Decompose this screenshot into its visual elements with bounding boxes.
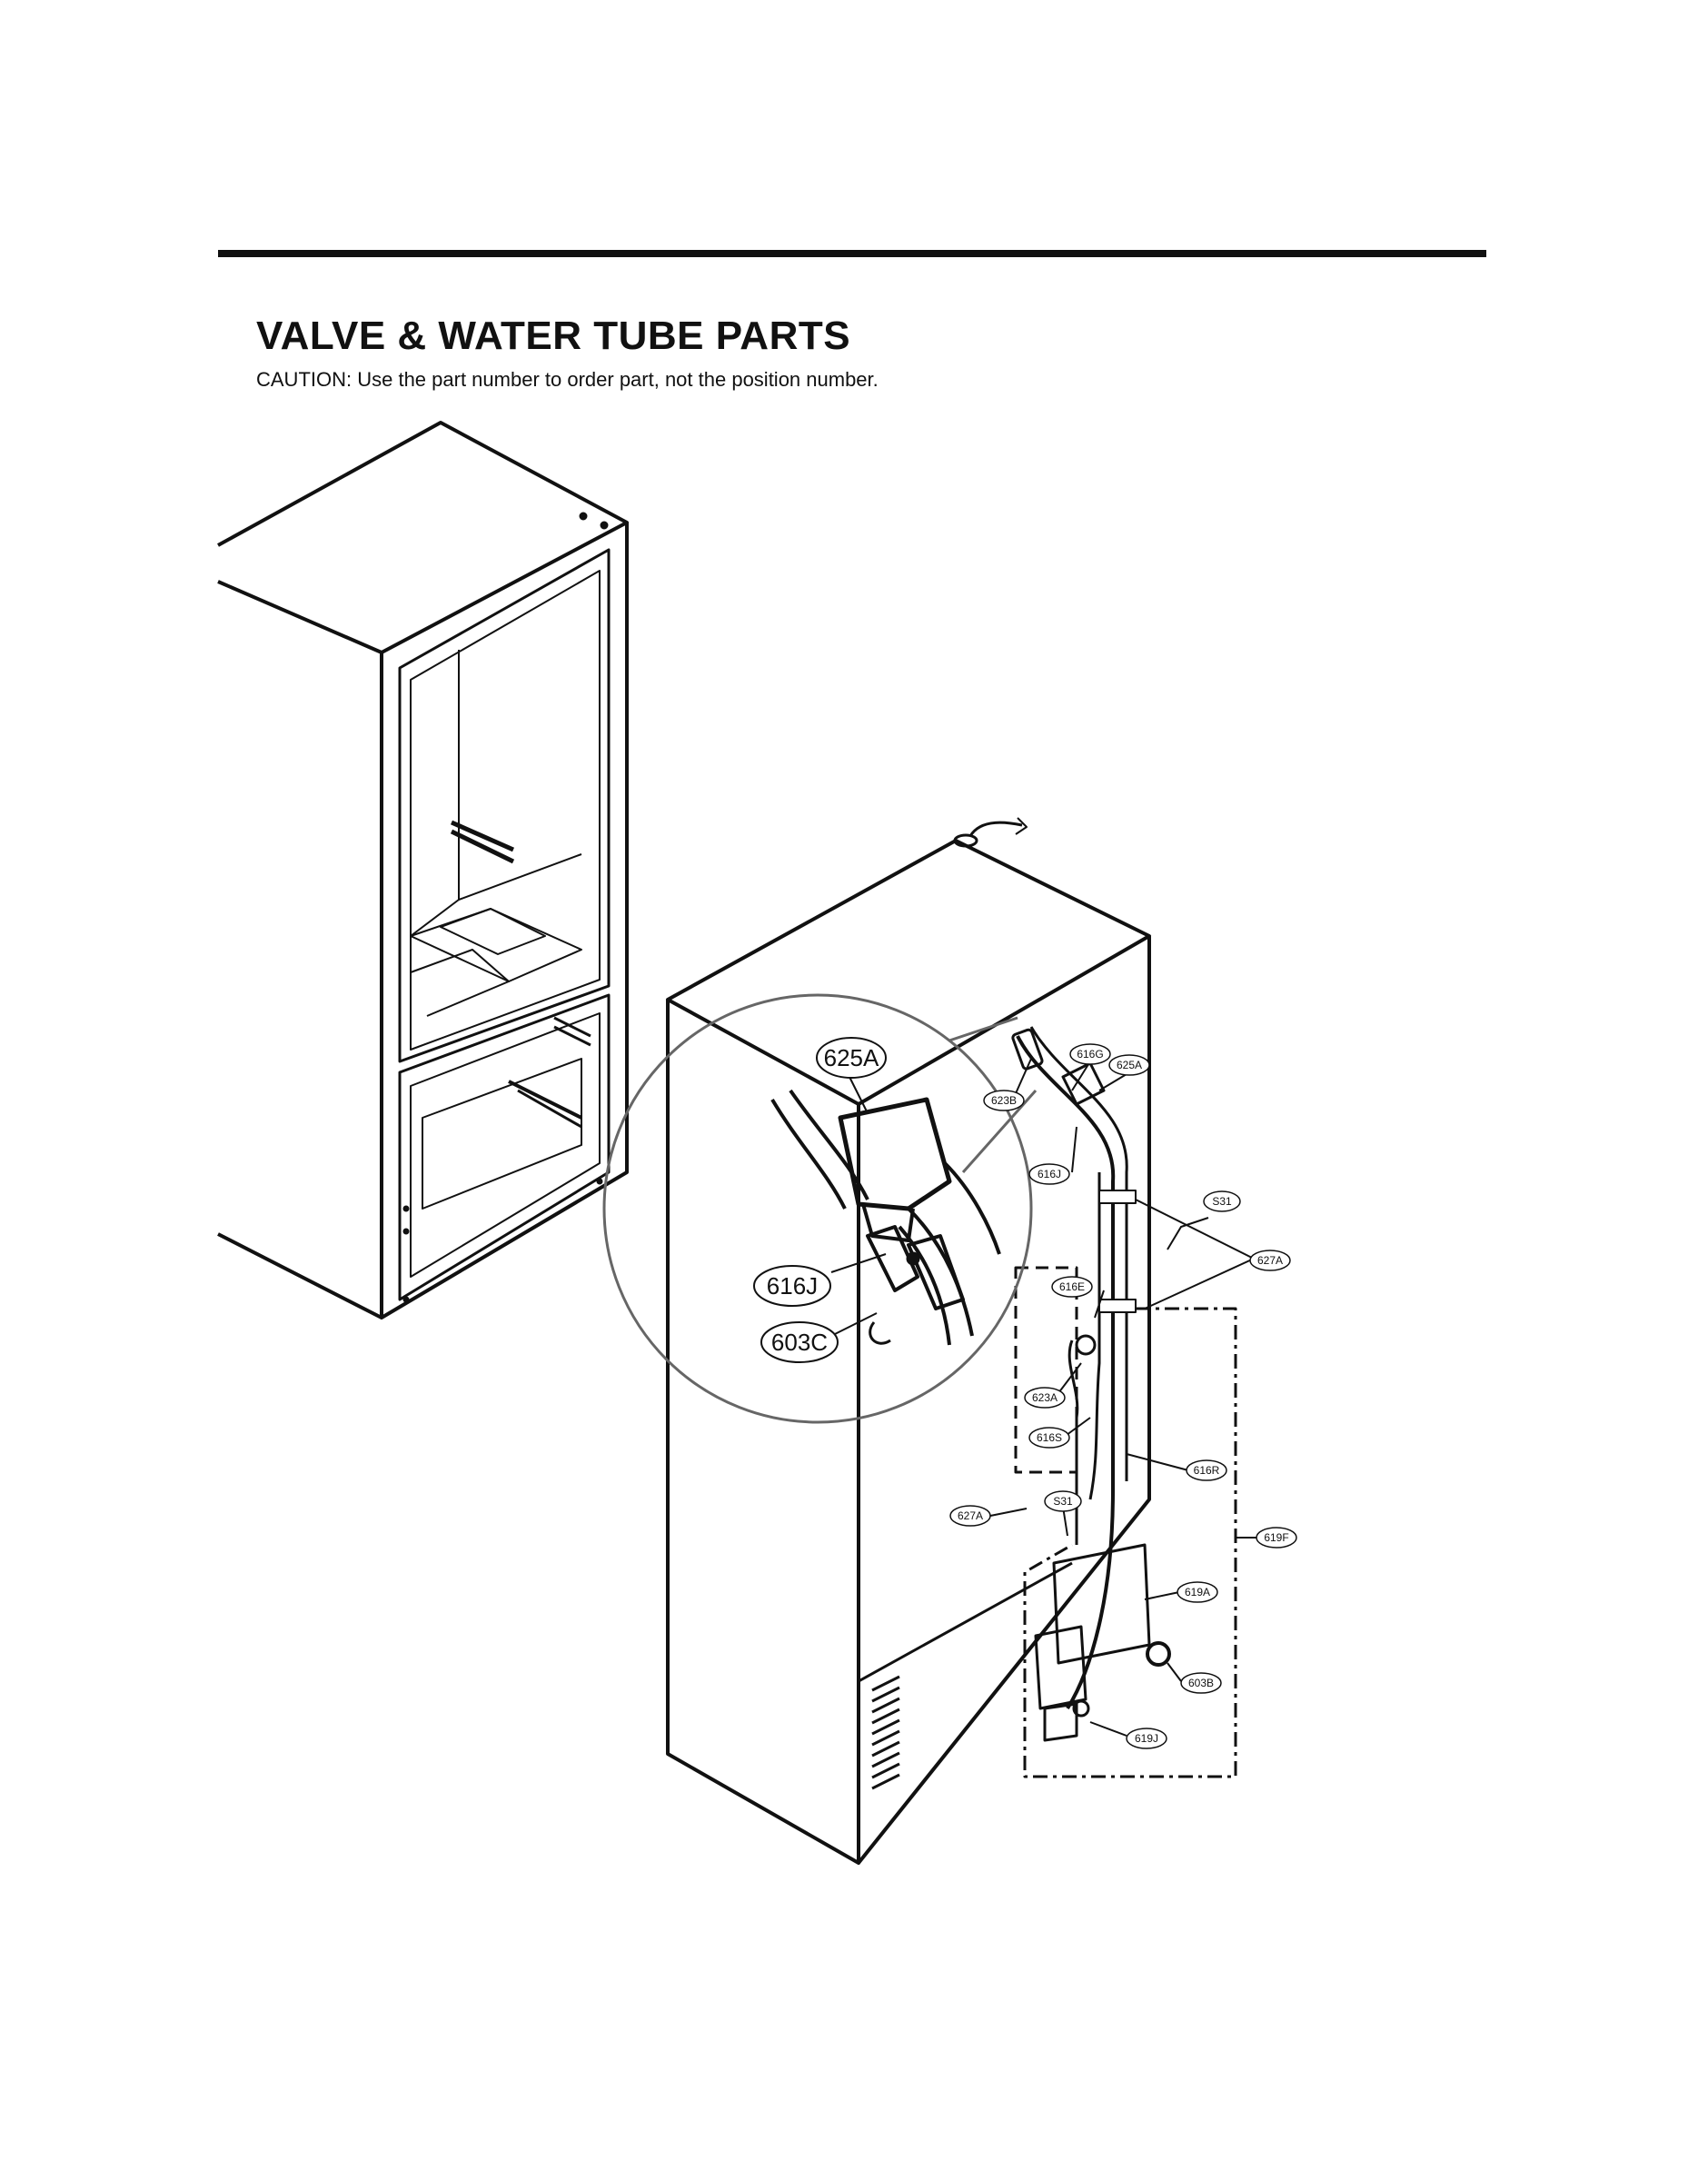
callout-S31-top: S31 [1203, 1190, 1241, 1212]
callout-619A: 619A [1177, 1581, 1218, 1603]
svg-text:603C: 603C [771, 1329, 828, 1356]
callout-616J-large: 616J [753, 1265, 831, 1307]
callouts: 625A 616J 603C 616G 625A 623B 616J S31 [753, 1037, 1297, 1749]
callout-625A-small: 625A [1108, 1054, 1150, 1076]
svg-text:619A: 619A [1185, 1586, 1210, 1598]
callout-603C-large: 603C [760, 1321, 839, 1363]
svg-text:616J: 616J [1038, 1168, 1061, 1180]
callout-619J: 619J [1126, 1728, 1167, 1749]
callout-619F: 619F [1256, 1527, 1297, 1549]
svg-text:603B: 603B [1188, 1677, 1214, 1689]
callout-627A-left: 627A [949, 1505, 991, 1527]
svg-text:616G: 616G [1077, 1048, 1103, 1061]
detail-magnifier [602, 993, 1038, 1424]
svg-text:616J: 616J [767, 1272, 818, 1300]
svg-text:627A: 627A [1257, 1254, 1283, 1267]
svg-text:616S: 616S [1037, 1431, 1062, 1444]
svg-text:619F: 619F [1264, 1531, 1288, 1544]
page-title: VALVE & WATER TUBE PARTS [256, 314, 851, 358]
callout-S31-bottom: S31 [1044, 1490, 1082, 1512]
svg-text:625A: 625A [1117, 1059, 1142, 1071]
svg-text:623A: 623A [1032, 1391, 1058, 1404]
header-rule [218, 250, 1486, 257]
callout-625A-large: 625A [816, 1037, 887, 1079]
callout-616S: 616S [1028, 1427, 1070, 1449]
svg-text:616R: 616R [1194, 1464, 1220, 1477]
svg-text:623B: 623B [991, 1094, 1017, 1107]
callout-623A: 623A [1024, 1387, 1066, 1409]
svg-text:619J: 619J [1135, 1732, 1158, 1745]
callout-616G: 616G [1069, 1043, 1111, 1065]
cabinet-front-view [217, 421, 629, 1320]
callout-616R: 616R [1186, 1459, 1227, 1481]
caution-note: CAUTION: Use the part number to order pa… [256, 368, 879, 391]
cabinet-rear-view [666, 817, 1237, 1865]
callout-627A-right: 627A [1249, 1250, 1291, 1271]
svg-text:627A: 627A [958, 1509, 983, 1522]
callout-616J-small: 616J [1028, 1163, 1070, 1185]
svg-text:S31: S31 [1053, 1495, 1073, 1508]
svg-text:S31: S31 [1212, 1195, 1232, 1208]
detail-valve-closeup [770, 1089, 1001, 1346]
svg-text:625A: 625A [824, 1044, 879, 1071]
callout-616E: 616E [1051, 1276, 1093, 1298]
callout-603B: 603B [1180, 1672, 1222, 1694]
svg-text:616E: 616E [1059, 1280, 1085, 1293]
leader-lines [830, 1058, 1256, 1737]
callout-623B: 623B [983, 1090, 1025, 1111]
